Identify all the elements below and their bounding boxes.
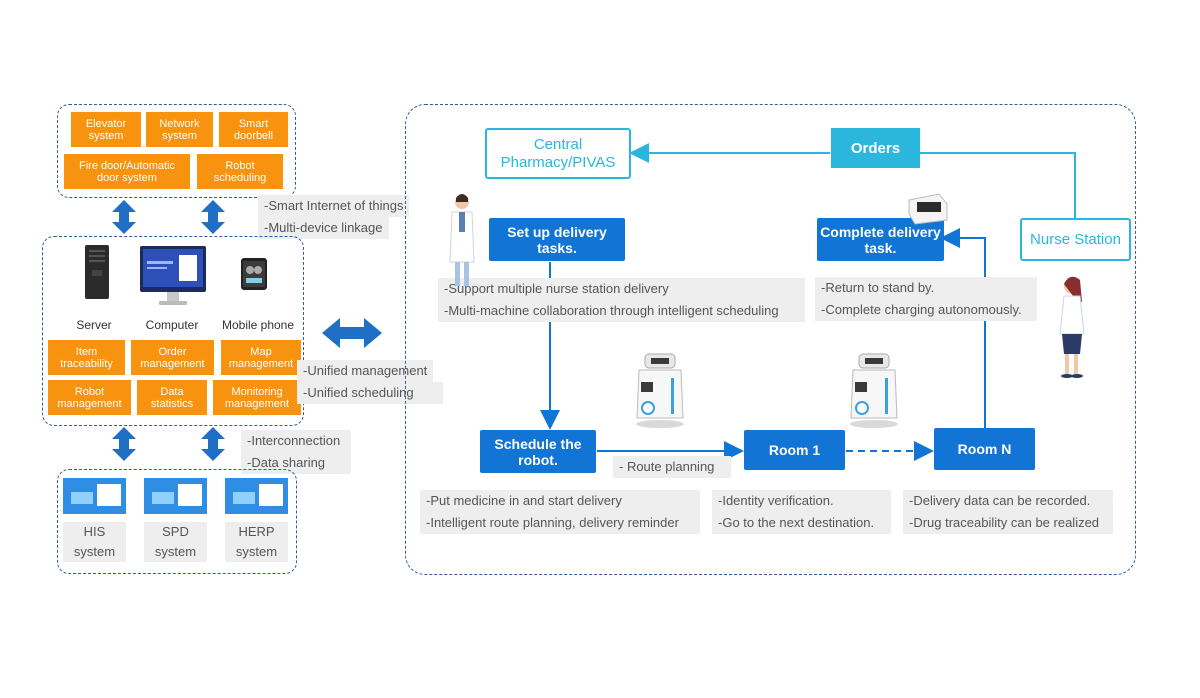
roomn-note-2: -Drug traceability can be realized: [903, 512, 1113, 534]
map-management-box: Map management: [221, 340, 301, 375]
herp-sub: system: [235, 544, 278, 559]
order-management-box: Order management: [131, 340, 214, 375]
item-traceability-box: Item traceability: [48, 340, 125, 375]
network-system-box: Network system: [146, 112, 213, 147]
server-icon: [85, 245, 109, 299]
his-system-label: HIS system: [63, 522, 126, 562]
fire-door-box: Fire door/Automatic door system: [64, 154, 190, 189]
spd-system-icon: [144, 478, 207, 514]
schedule-note-2: -Intelligent route planning, delivery re…: [420, 512, 700, 534]
server-label: Server: [76, 318, 112, 332]
schedule-note-1: -Put medicine in and start delivery: [420, 490, 700, 512]
his-sub: system: [73, 544, 116, 559]
mobile-phone-label: Mobile phone: [221, 318, 295, 332]
pharmacist-figure-icon: [449, 194, 475, 286]
sys-note-1: -Interconnection: [241, 430, 351, 452]
mgmt-note-1: -Unified management: [297, 360, 434, 382]
delivery-robot-icon: [636, 353, 684, 428]
iot-panel: [57, 104, 296, 198]
nurse-figure-icon: [1059, 276, 1085, 378]
complete-delivery-box: Complete delivery task.: [817, 218, 944, 261]
route-planning-note: - Route planning: [613, 456, 731, 478]
mgmt-note-2: -Unified scheduling: [297, 382, 443, 404]
robot-management-box: Robot management: [48, 380, 131, 415]
room-1-box: Room 1: [744, 430, 845, 470]
central-pharmacy-box: Central Pharmacy/PIVAS: [485, 128, 631, 179]
delivery-robot-icon: [850, 353, 898, 428]
device-panel: [42, 236, 304, 426]
room1-note-2: -Go to the next destination.: [712, 512, 891, 534]
his-system-icon: [63, 478, 126, 514]
complete-note-2: -Complete charging autonomously.: [815, 299, 1037, 321]
elevator-system-box: Elevator system: [71, 112, 141, 147]
spd-name: SPD: [162, 524, 189, 539]
smart-doorbell-box: Smart doorbell: [219, 112, 288, 147]
room-n-box: Room N: [934, 428, 1035, 470]
herp-system-label: HERP system: [225, 522, 288, 562]
herp-name: HERP: [238, 524, 275, 539]
setup-delivery-box: Set up delivery tasks.: [489, 218, 625, 261]
room1-note-1: -Identity verification.: [712, 490, 891, 512]
sys-note-2: -Data sharing: [241, 452, 351, 474]
roomn-note-1: -Delivery data can be recorded.: [903, 490, 1113, 512]
systems-panel: [57, 469, 297, 574]
herp-system-icon: [225, 478, 288, 514]
spd-sub: system: [154, 544, 197, 559]
data-statistics-box: Data statistics: [137, 380, 207, 415]
computer-label: Computer: [145, 318, 199, 332]
complete-note-1: -Return to stand by.: [815, 277, 1037, 299]
schedule-robot-box: Schedule the robot.: [480, 430, 596, 473]
workflow-panel: [405, 104, 1136, 575]
robot-scheduling-box: Robot scheduling: [197, 154, 283, 189]
setup-note-1: -Support multiple nurse station delivery: [438, 278, 805, 300]
charging-station-icon: [908, 193, 948, 225]
monitoring-management-box: Monitoring management: [213, 380, 301, 415]
iot-note-2: -Multi-device linkage: [258, 217, 389, 239]
his-name: HIS: [83, 524, 106, 539]
mobile-phone-icon: [241, 258, 267, 290]
spd-system-label: SPD system: [144, 522, 207, 562]
orders-box: Orders: [831, 128, 920, 168]
setup-note-2: -Multi-machine collaboration through int…: [438, 300, 805, 322]
nurse-station-box: Nurse Station: [1020, 218, 1131, 261]
computer-icon: [140, 246, 206, 305]
horizontal-double-arrow-icon: [322, 318, 382, 348]
iot-note-1: -Smart Internet of things: [258, 195, 410, 217]
